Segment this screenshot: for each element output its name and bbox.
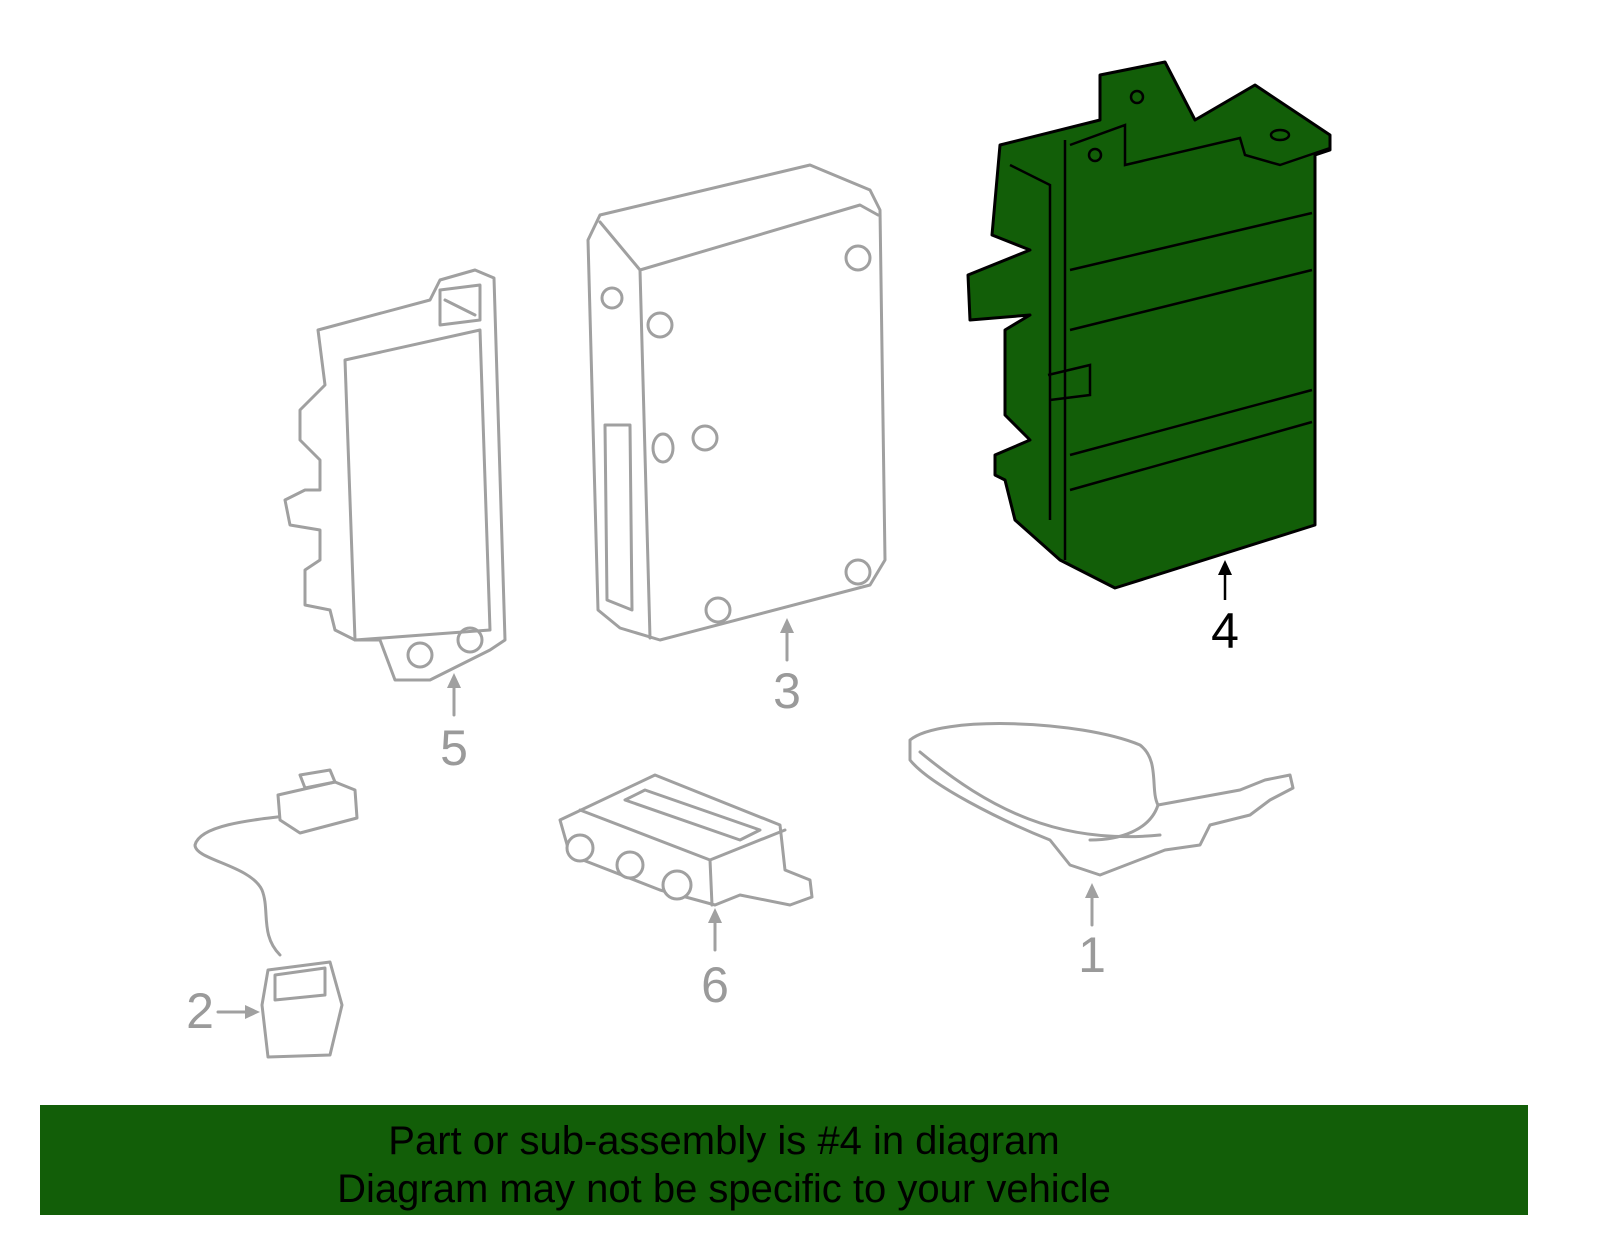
callout-label-5: 5 xyxy=(440,720,468,776)
info-banner: Part or sub-assembly is #4 in diagram Di… xyxy=(40,1105,1528,1215)
callout-3: 3 xyxy=(773,618,801,719)
callout-label-2: 2 xyxy=(186,983,214,1039)
callout-label-1: 1 xyxy=(1078,927,1106,983)
part-5-module[interactable] xyxy=(283,268,507,682)
part-6-unit[interactable] xyxy=(558,773,814,907)
callout-label-3: 3 xyxy=(773,663,801,719)
part-4-module-highlighted[interactable] xyxy=(966,60,1332,590)
banner-line-1: Part or sub-assembly is #4 in diagram xyxy=(388,1119,1060,1163)
callout-label-4: 4 xyxy=(1211,603,1239,659)
callout-2: 2 xyxy=(186,983,260,1039)
part-2-connector[interactable] xyxy=(193,768,359,1059)
callout-5: 5 xyxy=(440,673,468,776)
part-3-module[interactable] xyxy=(586,163,887,642)
banner-line-2: Diagram may not be specific to your vehi… xyxy=(337,1167,1111,1211)
callout-4: 4 xyxy=(1211,560,1239,659)
callout-1: 1 xyxy=(1078,883,1106,983)
callout-label-6: 6 xyxy=(701,957,729,1013)
part-1-antenna[interactable] xyxy=(908,722,1295,877)
callout-6: 6 xyxy=(701,908,729,1013)
